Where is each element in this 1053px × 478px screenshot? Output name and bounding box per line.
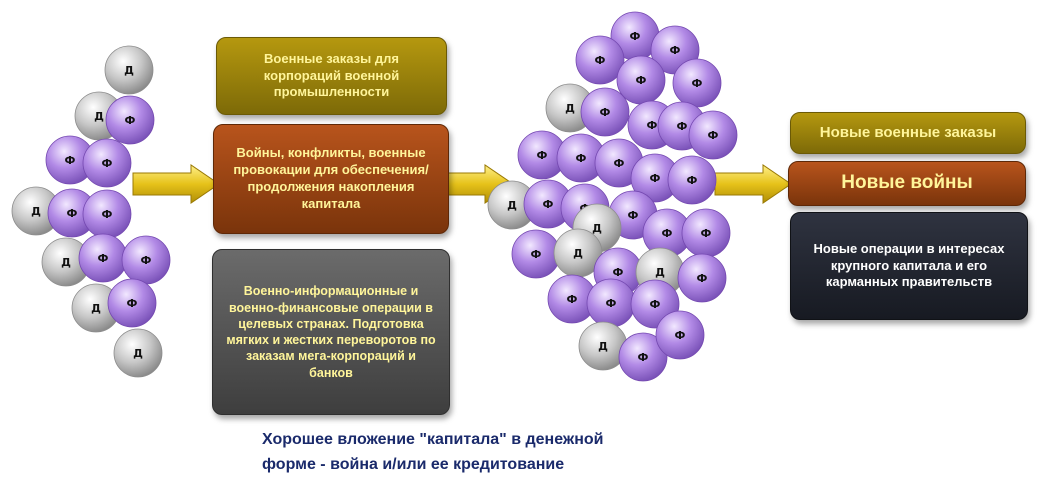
coin-label: Ф	[697, 272, 708, 285]
coin-label: Д	[61, 256, 71, 269]
coin-label: Д	[565, 102, 575, 115]
coin-label: Ф	[543, 198, 554, 211]
coin-label: Ф	[636, 74, 647, 87]
coin-label: Ф	[628, 209, 639, 222]
phi-coin-icon: Ф	[78, 233, 128, 283]
dollar-coin-icon: Д	[113, 328, 163, 378]
phi-coin-icon: Ф	[82, 138, 132, 188]
coin-label: Ф	[65, 154, 76, 167]
dollar-coin-icon: Д	[41, 237, 91, 287]
coin-label: Д	[133, 347, 143, 360]
coin-label: Ф	[638, 351, 649, 364]
coin-label: Ф	[127, 297, 138, 310]
arrow-right-3	[714, 164, 792, 204]
coin-label: Ф	[662, 227, 673, 240]
phi-coin-icon: Ф	[655, 310, 705, 360]
coin-label: Ф	[125, 114, 136, 127]
coin-label: Ф	[677, 120, 688, 133]
phi-coin-icon: Ф	[681, 208, 731, 258]
coin-label: Д	[91, 302, 101, 315]
coin-label: Ф	[613, 266, 624, 279]
coin-label: Ф	[650, 298, 661, 311]
coin-label: Ф	[600, 106, 611, 119]
coin-label: Ф	[537, 149, 548, 162]
phi-coin-icon: Ф	[616, 55, 666, 105]
dollar-coin-icon: Д	[487, 180, 537, 230]
phi-coin-icon: Ф	[618, 332, 668, 382]
phi-coin-icon: Ф	[677, 253, 727, 303]
phi-coin-icon: Ф	[672, 58, 722, 108]
caption-line-1: Хорошее вложение "капитала" в денежной	[262, 431, 604, 448]
caption: Хорошее вложение "капитала" в денежной ф…	[262, 428, 682, 478]
coin-label: Д	[94, 110, 104, 123]
phi-coin-icon: Ф	[517, 130, 567, 180]
phi-coin-icon: Ф	[667, 155, 717, 205]
phi-coin-icon: Ф	[580, 87, 630, 137]
phi-coin-icon: Ф	[107, 278, 157, 328]
coin-label: Ф	[102, 208, 113, 221]
coin-label: Ф	[98, 252, 109, 265]
coin-label: Ф	[650, 172, 661, 185]
coin-label: Д	[592, 222, 602, 235]
coin-label: Д	[31, 205, 41, 218]
coin-label: Ф	[708, 129, 719, 142]
coin-label: Ф	[141, 254, 152, 267]
wars-box: Войны, конфликты, военные провокации для…	[213, 124, 449, 234]
new-orders-box: Новые военные заказы	[790, 112, 1026, 154]
coin-label: Д	[655, 266, 665, 279]
operations-box: Военно-информационные и военно-финансовы…	[212, 249, 450, 415]
caption-line-2: форме - война и/или ее кредитование	[262, 455, 565, 473]
coin-label: Ф	[567, 293, 578, 306]
coin-label: Ф	[595, 54, 606, 67]
phi-coin-icon: Ф	[82, 189, 132, 239]
military-orders-box: Военные заказы для корпораций военной пр…	[216, 37, 447, 115]
coin-label: Д	[124, 64, 134, 77]
phi-coin-icon: Ф	[105, 95, 155, 145]
phi-coin-icon: Ф	[575, 35, 625, 85]
coin-label: Ф	[670, 44, 681, 57]
phi-coin-icon: Ф	[688, 110, 738, 160]
coin-label: Ф	[576, 152, 587, 165]
dollar-coin-icon: Д	[104, 45, 154, 95]
coin-label: Ф	[614, 157, 625, 170]
coin-label: Ф	[687, 174, 698, 187]
coin-label: Ф	[102, 157, 113, 170]
coin-label: Ф	[701, 227, 712, 240]
coin-label: Д	[598, 340, 608, 353]
arrow-right-1	[132, 164, 220, 204]
coin-label: Ф	[630, 30, 641, 43]
coin-label: Ф	[692, 77, 703, 90]
phi-coin-icon: Ф	[511, 229, 561, 279]
coin-label: Д	[507, 199, 517, 212]
new-operations-box: Новые операции в интересах крупного капи…	[790, 212, 1028, 320]
coin-label: Д	[573, 247, 583, 260]
coin-label: Ф	[531, 248, 542, 261]
coin-label: Ф	[675, 329, 686, 342]
phi-coin-icon: Ф	[121, 235, 171, 285]
coin-label: Ф	[67, 207, 78, 220]
phi-coin-icon: Ф	[586, 278, 636, 328]
new-wars-box: Новые войны	[788, 161, 1026, 206]
coin-label: Ф	[647, 119, 658, 132]
coin-label: Ф	[606, 297, 617, 310]
